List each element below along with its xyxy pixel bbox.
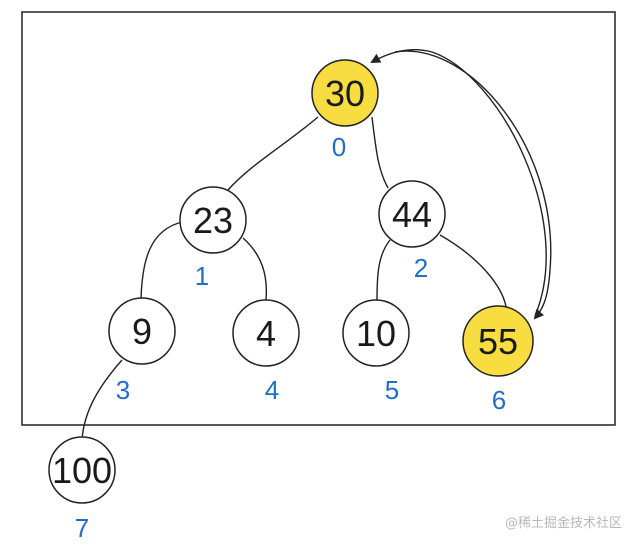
heap-node: 30 0 [311,59,379,162]
node-index-7: 7 [75,513,89,543]
heap-node: 100 7 [48,436,116,543]
heap-node: 9 3 [108,297,176,405]
node-circle-5 [342,299,410,367]
node-value-2: 44 [392,194,432,235]
node-index-3: 3 [116,375,130,405]
node-value-1: 23 [193,200,233,241]
edge-3-7 [81,359,123,441]
edge-2-5 [376,239,391,301]
node-value-6: 55 [478,321,518,362]
node-value-3: 9 [132,311,152,352]
edge-0-2 [371,116,389,189]
heap-node: 55 6 [462,305,534,415]
node-value-7: 100 [52,450,112,491]
node-index-1: 1 [195,261,209,291]
node-value-4: 4 [256,313,276,354]
node-circle-7 [48,436,116,504]
node-circle-6 [462,305,534,377]
heap-node: 44 2 [378,180,446,283]
heap-node: 23 1 [179,186,247,291]
node-value-5: 10 [356,313,396,354]
node-circle-4 [232,299,300,367]
heap-node: 10 5 [342,299,410,405]
swap-arrow-return [394,50,552,320]
watermark-text: @稀土掘金技术社区 [505,515,622,531]
node-index-0: 0 [332,132,346,162]
node-circle-0 [311,59,379,127]
node-circle-3 [108,297,176,365]
heap-node: 4 4 [232,299,300,405]
edge-2-6 [439,234,508,314]
node-circle-1 [179,186,247,254]
node-index-4: 4 [265,375,279,405]
tree-edges [81,116,508,441]
node-index-6: 6 [492,385,506,415]
swap-arrow [370,48,547,317]
node-index-5: 5 [385,375,399,405]
edge-1-3 [140,221,183,301]
heap-boundary-frame [21,11,616,426]
node-value-0: 30 [325,73,365,114]
node-index-2: 2 [414,253,428,283]
edge-1-4 [242,237,268,301]
edge-0-1 [227,116,319,191]
node-circle-2 [378,180,446,248]
